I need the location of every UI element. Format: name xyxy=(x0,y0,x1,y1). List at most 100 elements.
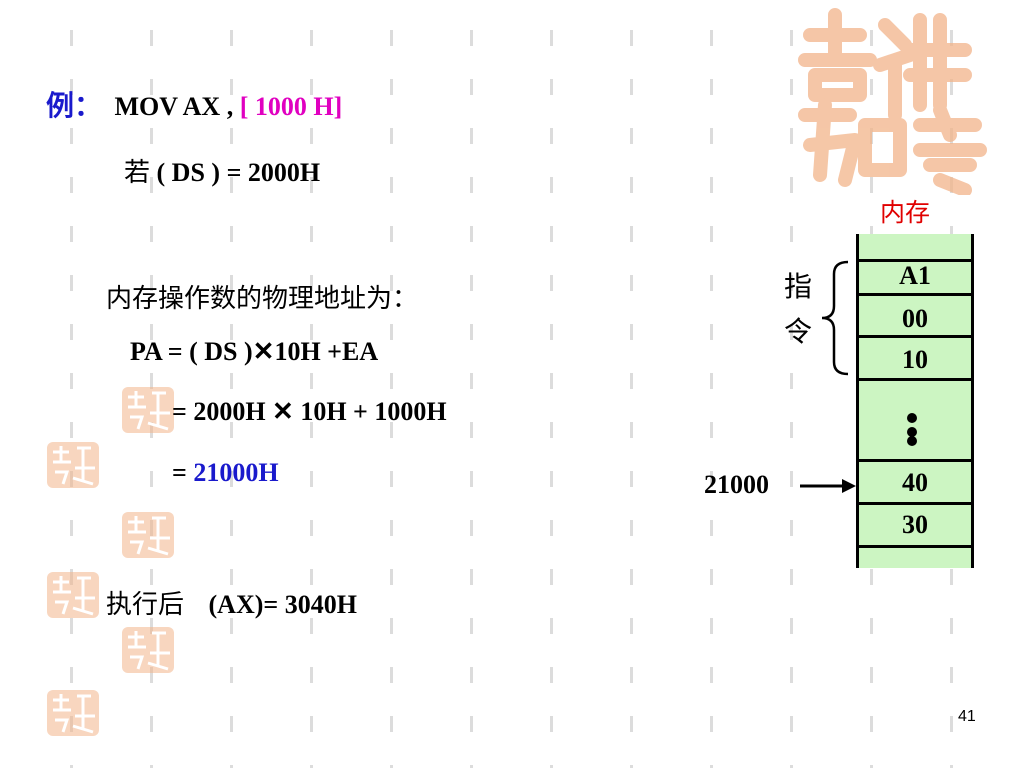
background-dash xyxy=(390,30,393,46)
memory-cell: 10 xyxy=(902,345,928,374)
background-dash xyxy=(950,30,953,46)
background-dash xyxy=(70,422,73,438)
after-label: 执行后 xyxy=(106,590,185,620)
background-dash xyxy=(310,177,313,193)
background-dash xyxy=(70,275,73,291)
background-dash xyxy=(390,128,393,144)
background-dash xyxy=(630,471,633,487)
background-dash xyxy=(870,618,873,634)
background-dash xyxy=(230,30,233,46)
background-dash xyxy=(630,618,633,634)
background-dash xyxy=(470,275,473,291)
background-dash xyxy=(550,765,553,768)
background-dash xyxy=(950,667,953,683)
seal-stamp xyxy=(47,442,99,488)
background-dash xyxy=(550,30,553,46)
background-dash xyxy=(390,569,393,585)
background-dash xyxy=(470,373,473,389)
background-dash xyxy=(710,716,713,732)
background-dash xyxy=(710,373,713,389)
background-dash xyxy=(150,128,153,144)
background-dash xyxy=(710,520,713,536)
pa-formula: PA = ( DS )✕10H +EA xyxy=(130,337,379,366)
background-dash xyxy=(470,177,473,193)
background-dash xyxy=(630,30,633,46)
cell-divider xyxy=(856,545,974,548)
background-dash xyxy=(630,177,633,193)
background-dash xyxy=(310,373,313,389)
background-dash xyxy=(390,422,393,438)
background-dash xyxy=(790,716,793,732)
background-dash xyxy=(230,765,233,768)
background-dash xyxy=(710,324,713,340)
background-dash xyxy=(470,569,473,585)
background-dash xyxy=(790,422,793,438)
after-line: 执行后 (AX)= 3040H xyxy=(106,584,357,621)
background-dash xyxy=(150,373,153,389)
background-dash xyxy=(230,520,233,536)
page-number: 41 xyxy=(958,708,976,725)
instruction-text: MOV AX , xyxy=(114,92,234,121)
background-dash xyxy=(310,422,313,438)
background-dash xyxy=(310,226,313,242)
ds-line-text: ( DS ) = 2000H xyxy=(156,158,321,187)
background-dash xyxy=(390,79,393,95)
background-dash xyxy=(870,716,873,732)
background-dash xyxy=(870,30,873,46)
background-dash xyxy=(390,226,393,242)
memory-right-border xyxy=(971,234,974,568)
background-dash xyxy=(310,569,313,585)
background-dash xyxy=(470,324,473,340)
background-dash xyxy=(70,226,73,242)
background-dash xyxy=(870,79,873,95)
operand-text: [ 1000 H] xyxy=(239,92,343,121)
background-dash xyxy=(470,226,473,242)
result-value: 21000H xyxy=(193,458,279,487)
cell-divider xyxy=(856,293,974,296)
memory-title: 内存 xyxy=(880,198,931,227)
cell-divider xyxy=(856,259,974,262)
background-dash xyxy=(710,765,713,768)
background-dash xyxy=(230,667,233,683)
background-dash xyxy=(470,765,473,768)
background-dash xyxy=(790,177,793,193)
background-dash xyxy=(550,422,553,438)
background-dash xyxy=(230,226,233,242)
background-dash xyxy=(70,667,73,683)
background-dash xyxy=(710,667,713,683)
background-dash xyxy=(790,324,793,340)
background-dash xyxy=(950,79,953,95)
example-line: 例： MOV AX , [ 1000 H] xyxy=(46,84,342,124)
background-dash xyxy=(710,618,713,634)
background-dash xyxy=(790,373,793,389)
background-dash xyxy=(150,618,153,634)
background-dash xyxy=(70,618,73,634)
background-dash xyxy=(630,275,633,291)
background-dash xyxy=(710,79,713,95)
background-dash xyxy=(630,128,633,144)
background-dash xyxy=(150,471,153,487)
background-dash xyxy=(390,373,393,389)
background-dash xyxy=(230,79,233,95)
background-dash xyxy=(70,79,73,95)
background-dash xyxy=(550,177,553,193)
background-dash xyxy=(710,226,713,242)
background-dash xyxy=(150,569,153,585)
background-dash xyxy=(310,765,313,768)
background-dash xyxy=(710,422,713,438)
background-dash xyxy=(550,618,553,634)
result-eq: = xyxy=(172,458,187,487)
calc-step: = 2000H ✕ 10H + 1000H xyxy=(172,397,447,426)
ellipsis-dot xyxy=(907,436,917,446)
background-dash xyxy=(790,667,793,683)
background-dash xyxy=(790,618,793,634)
background-dash xyxy=(150,79,153,95)
background-dash xyxy=(150,667,153,683)
background-dash xyxy=(70,373,73,389)
background-dash xyxy=(230,373,233,389)
memory-cell: 30 xyxy=(902,510,928,539)
background-dash xyxy=(470,79,473,95)
background-dash xyxy=(390,716,393,732)
background-dash xyxy=(790,765,793,768)
background-dash xyxy=(870,569,873,585)
